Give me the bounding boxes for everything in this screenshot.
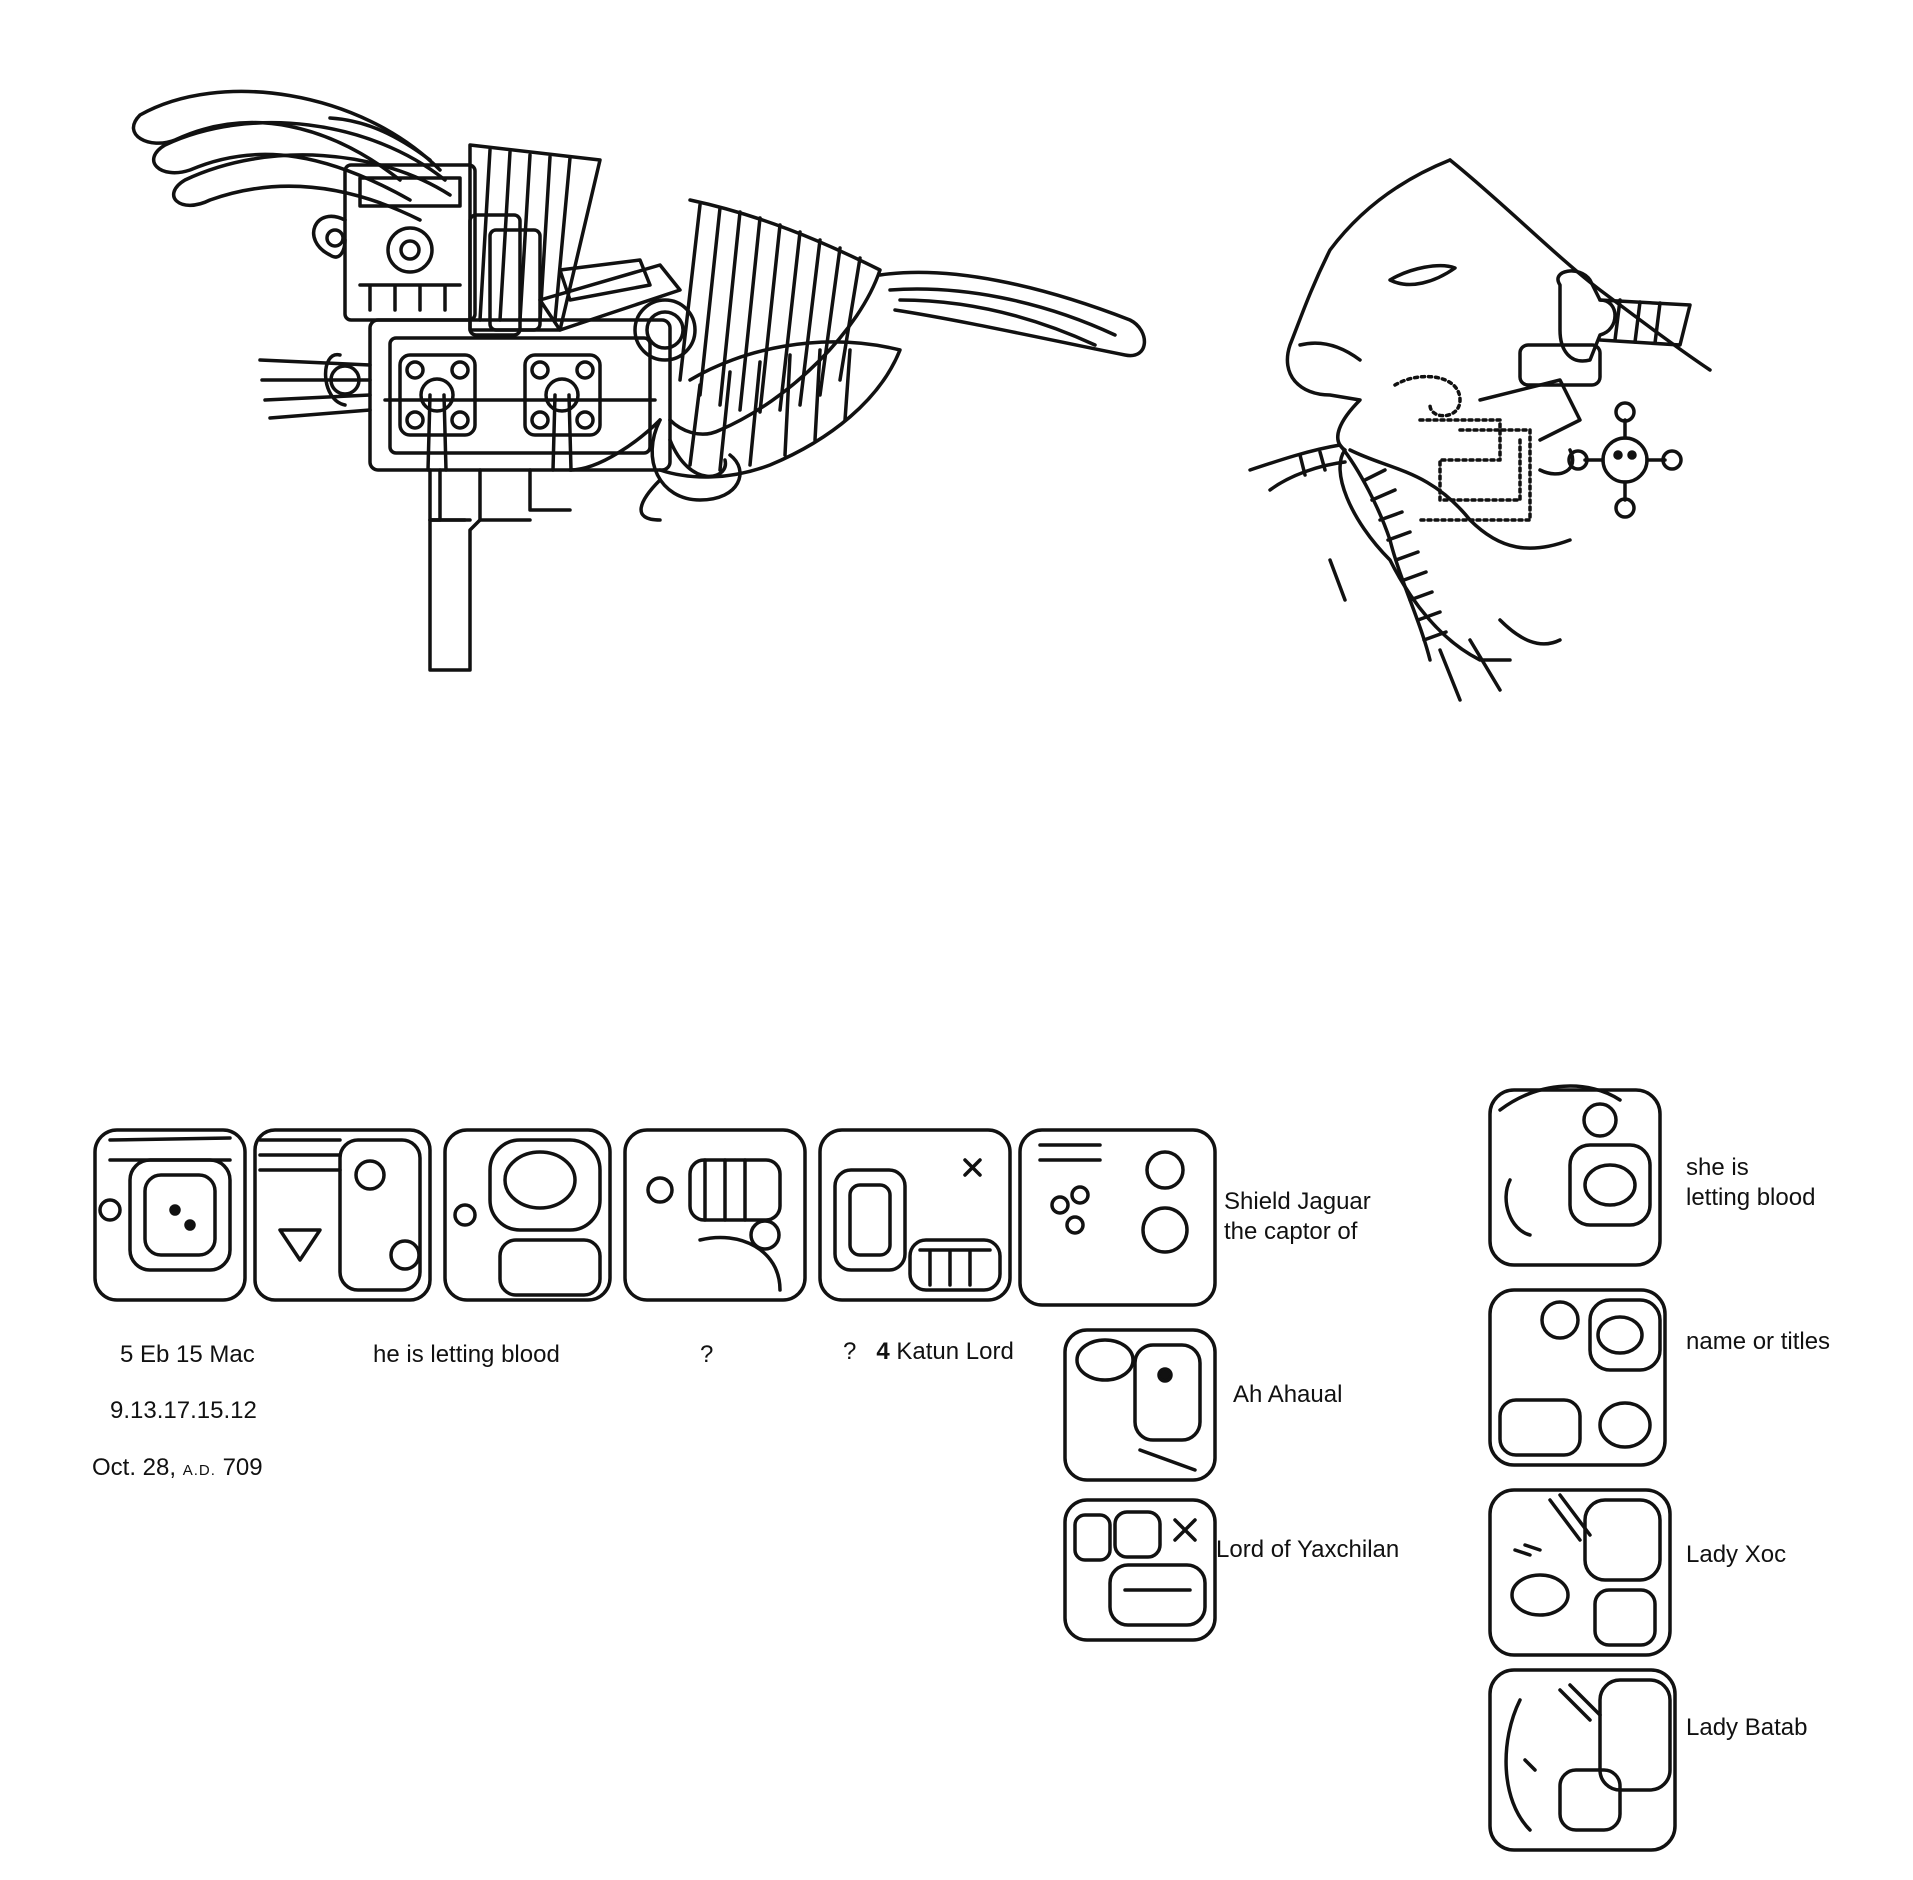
glyph-unknown-1 (623, 1128, 807, 1302)
lord-of-yaxchilan-caption: Lord of Yaxchilan (1216, 1536, 1400, 1563)
gregorian-date-caption: Oct. 28, A.D. 709 (92, 1453, 263, 1486)
she-is-line: she is (1686, 1154, 1749, 1181)
glyph-unknown-2 (818, 1128, 1012, 1302)
unknown-caption-2: ? (843, 1338, 857, 1365)
lady-batab-caption: Lady Batab (1686, 1714, 1808, 1741)
glyph-she-is-letting-blood (1488, 1084, 1662, 1267)
katun-lord-label: Katun Lord (896, 1338, 1014, 1365)
glyph-lord-of-yaxchilan (1063, 1498, 1217, 1642)
long-count-caption: 9.13.17.15.12 (110, 1397, 257, 1424)
ah-ahaual-caption: Ah Ahaual (1233, 1381, 1343, 1408)
katun-number: 4 (876, 1338, 890, 1365)
unknown-caption-1: ? (700, 1341, 714, 1368)
shield-jaguar-caption: Shield Jaguar the captor of (1224, 1187, 1371, 1247)
glyph-name-or-titles (1488, 1288, 1667, 1467)
gregorian-year: 709 (222, 1454, 263, 1481)
glyph-date-2 (253, 1128, 432, 1302)
gregorian-prefix: Oct. 28, (92, 1454, 177, 1481)
letting-blood-line: letting blood (1686, 1184, 1816, 1211)
lady-xoc-caption: Lady Xoc (1686, 1541, 1787, 1568)
shield-jaguar-line2: the captor of (1224, 1218, 1358, 1245)
verb-caption: he is letting blood (373, 1341, 560, 1368)
she-is-letting-blood-caption: she is letting blood (1686, 1153, 1815, 1213)
glyph-5-eb-15-mac (93, 1128, 247, 1302)
katun-caption: ? 4 Katun Lord (843, 1337, 1014, 1367)
glyph-lady-batab (1488, 1668, 1677, 1852)
shield-jaguar-line1: Shield Jaguar (1224, 1188, 1371, 1215)
glyph-ah-ahaual (1063, 1328, 1217, 1482)
date-caption: 5 Eb 15 Mac (120, 1341, 255, 1368)
glyph-he-is-letting-blood (443, 1128, 612, 1302)
glyph-lady-xoc (1488, 1488, 1672, 1657)
name-or-titles-caption: name or titles (1686, 1328, 1831, 1355)
glyph-4-katun-lord (1018, 1128, 1217, 1307)
gregorian-era: A.D. (182, 1462, 216, 1479)
